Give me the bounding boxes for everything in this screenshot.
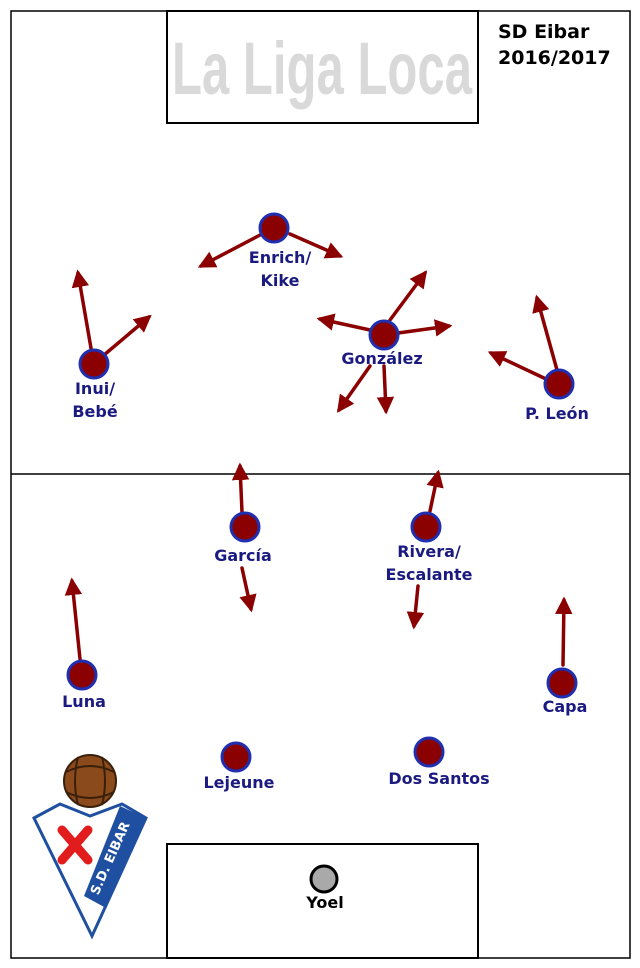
player-label: Inui/	[75, 379, 115, 398]
goalkeeper-marker	[309, 864, 339, 894]
player-marker	[543, 368, 575, 400]
player-enrich: Enrich/ Kike	[249, 212, 312, 290]
player-label: Bebé	[72, 402, 118, 421]
player-yoel: Yoel	[305, 864, 344, 912]
player-marker	[546, 667, 578, 699]
pitch-outline	[10, 10, 631, 959]
player-garcia: García	[214, 511, 272, 565]
player-inui: Inui/ Bebé	[72, 348, 118, 421]
player-label: Dos Santos	[388, 769, 489, 788]
club-name: SD Eibar	[498, 21, 590, 43]
player-label: Lejeune	[203, 773, 274, 792]
player-rivera: Rivera/ Escalante	[386, 511, 473, 584]
player-luna: Luna	[62, 659, 106, 711]
player-capa: Capa	[543, 667, 588, 716]
arrow-enrich-right	[288, 232, 344, 259]
player-dossantos: Dos Santos	[388, 736, 490, 788]
player-label: González	[341, 349, 422, 368]
arrow-gonzalez-upright	[388, 270, 428, 322]
red-cross-icon	[57, 825, 93, 865]
arrow-inui-diag	[102, 314, 152, 357]
player-lejeune: Lejeune	[203, 741, 275, 792]
player-label: Kike	[261, 271, 300, 290]
arrow-enrich-left	[197, 232, 264, 268]
season: 2016/2017	[498, 47, 611, 69]
arrow-leon-left	[487, 351, 548, 381]
arrow-capa-up	[555, 596, 573, 667]
player-label: P. León	[525, 404, 589, 423]
player-label: Escalante	[386, 565, 473, 584]
crest-sash	[84, 806, 146, 908]
player-marker	[410, 511, 442, 543]
player-label: Luna	[62, 692, 106, 711]
player-gonzalez: González	[341, 319, 423, 368]
movement-arrows	[64, 232, 573, 667]
player-label: Rivera/	[397, 542, 461, 561]
player-label: Capa	[543, 697, 588, 716]
club-crest: S.D. EIBAR	[32, 754, 148, 940]
player-marker	[368, 319, 400, 351]
player-marker	[258, 212, 290, 244]
arrow-inui-up	[71, 269, 94, 356]
top-box	[166, 10, 479, 124]
bottom-box	[166, 843, 479, 959]
player-marker	[66, 659, 98, 691]
player-label: García	[214, 546, 272, 565]
player-marker	[229, 511, 261, 543]
player-marker	[78, 348, 110, 380]
arrow-gonzalez-down	[376, 364, 395, 415]
arrow-garcia-up	[231, 462, 250, 514]
arrow-gonzalez-downleft	[336, 364, 372, 413]
arrow-rivera-down	[406, 584, 425, 630]
player-label: Enrich/	[249, 248, 312, 267]
page-title: La Liga Loca	[172, 27, 473, 110]
arrow-gonzalez-left	[316, 313, 372, 332]
player-marker	[413, 736, 445, 768]
player-marker	[220, 741, 252, 773]
arrow-gonzalez-right	[396, 319, 453, 337]
football-icon	[63, 754, 117, 808]
arrow-leon-up	[532, 294, 559, 372]
player-leon: P. León	[525, 368, 589, 423]
player-label: Yoel	[305, 893, 343, 912]
arrow-garcia-down	[239, 566, 257, 613]
arrow-rivera-up	[426, 469, 444, 513]
arrow-luna-up	[64, 577, 83, 661]
